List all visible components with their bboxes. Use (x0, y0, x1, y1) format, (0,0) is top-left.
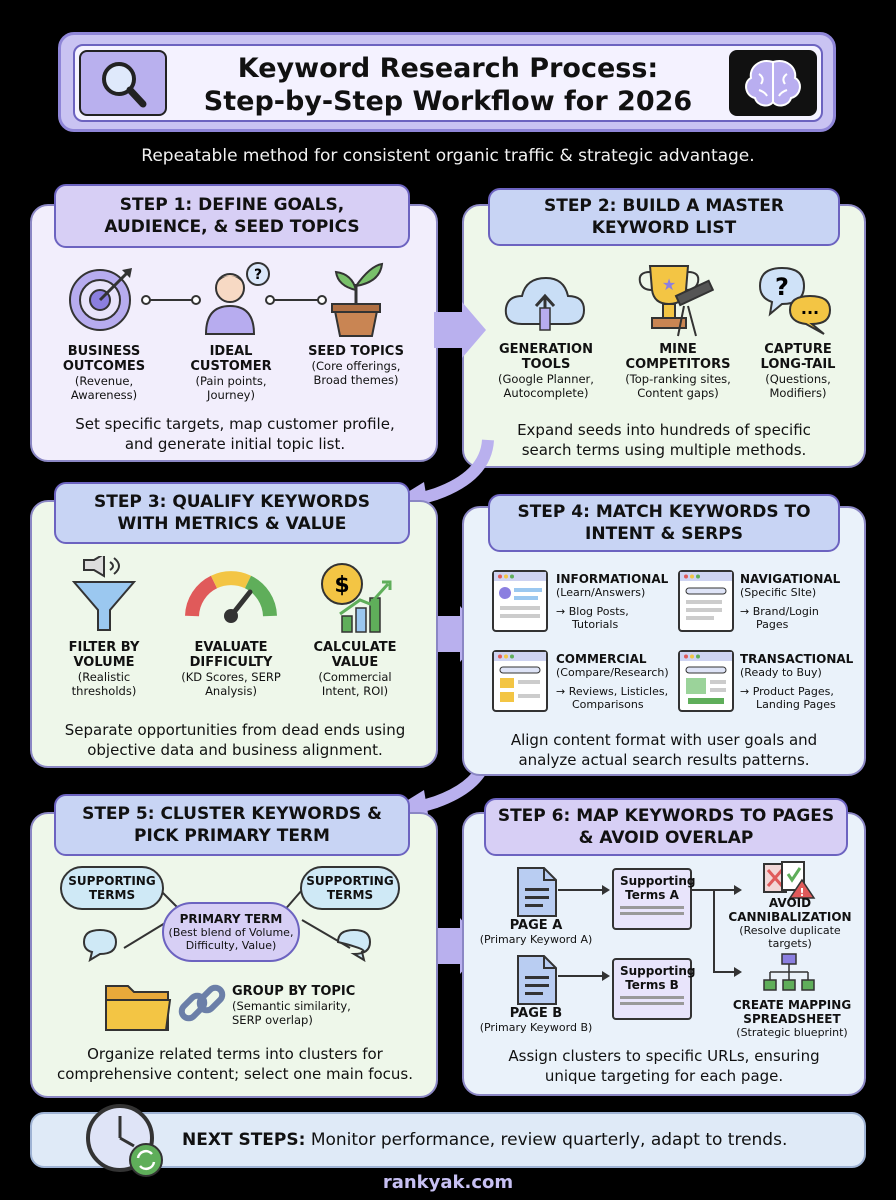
search-icon (79, 50, 167, 116)
question-bubbles-icon: ? ... (758, 266, 832, 335)
clock-refresh-icon (86, 1104, 163, 1177)
svg-text:★: ★ (662, 275, 676, 294)
chain-link-icon (178, 984, 226, 1022)
person-icon: ? (204, 262, 270, 335)
create-mapping-spreadsheet: CREATE MAPPING SPREADSHEET (Strategic bl… (732, 998, 852, 1039)
page-b-icon (517, 955, 557, 1005)
chat-bubble-left-icon (82, 928, 118, 962)
step5-description: Organize related terms into clusters for… (56, 1045, 414, 1083)
next-steps-text: NEXT STEPS: Monitor performance, review … (182, 1130, 788, 1150)
page-a-icon (517, 867, 557, 917)
primary-term: PRIMARY TERM (Best blend of Volume, Diff… (162, 902, 300, 962)
target-icon (69, 268, 132, 331)
step6-title: STEP 6: MAP KEYWORDS TO PAGES& AVOID OVE… (484, 798, 848, 856)
step4-description: Align content format with user goals and… (510, 731, 818, 769)
intent-transactional: TRANSACTIONAL (Ready to Buy) → Product P… (740, 652, 854, 711)
supporting-terms-a: Supporting Terms A (612, 868, 696, 930)
brain-icon (729, 50, 817, 116)
step5-title: STEP 5: CLUSTER KEYWORDS &PICK PRIMARY T… (54, 794, 410, 856)
svg-text:$: $ (334, 573, 349, 598)
plant-icon (331, 262, 384, 337)
next-steps-banner: NEXT STEPS: Monitor performance, review … (30, 1104, 866, 1177)
svg-text:!: ! (799, 886, 804, 899)
mapping-connectors (558, 885, 742, 981)
funnel-icon (71, 556, 137, 631)
supporting-terms-b: Supporting Terms B (612, 958, 696, 1020)
svg-text:?: ? (775, 273, 789, 301)
step2-card (462, 204, 866, 468)
header-inner: Keyword Research Process: Step-by-Step W… (73, 44, 823, 122)
cloud-upload-icon (504, 276, 586, 331)
commercial-page-icon (492, 650, 548, 712)
intent-informational: INFORMATIONAL (Learn/Answers) → Blog Pos… (556, 572, 669, 631)
footer-brand[interactable]: rankyak.com (382, 1172, 514, 1193)
step3-description: Separate opportunities from dead ends us… (64, 721, 406, 759)
step1-connector (141, 295, 327, 305)
header-banner: Keyword Research Process: Step-by-Step W… (58, 32, 836, 132)
navigational-page-icon (678, 570, 734, 632)
trophy-telescope-icon: ★ (638, 265, 714, 337)
informational-page-icon (492, 570, 548, 632)
gauge-icon (185, 571, 277, 623)
page-a-label: PAGE A (Primary Keyword A) (479, 918, 593, 946)
intent-navigational: NAVIGATIONAL (Specific SIte) → Brand/Log… (740, 572, 841, 631)
warning-duplicate-icon: ! (763, 861, 816, 899)
page-subtitle: Repeatable method for consistent organic… (141, 146, 755, 166)
step6-description: Assign clusters to specific URLs, ensuri… (508, 1047, 820, 1085)
intent-commercial: COMMERCIAL (Compare/Research) → Reviews,… (556, 652, 669, 711)
arrow-step1-to-step2 (434, 302, 486, 358)
folder-icon (105, 985, 172, 1031)
chat-bubble-right-icon (336, 928, 372, 962)
svg-text:...: ... (801, 299, 819, 318)
step6-card (462, 812, 866, 1096)
page-b-label: PAGE B (Primary Keyword B) (479, 1006, 593, 1034)
step1-title: STEP 1: DEFINE GOALS,AUDIENCE, & SEED TO… (54, 184, 410, 248)
svg-text:?: ? (254, 267, 262, 283)
dollar-growth-icon: $ (321, 563, 392, 633)
avoid-cannibalization: AVOID CANNIBALIZATION (Resolve duplicate… (728, 896, 852, 950)
step1-description: Set specific targets, map customer profi… (75, 415, 395, 453)
sitemap-icon (763, 953, 815, 991)
group-by-topic: GROUP BY TOPIC (Semantic similarity, SER… (232, 984, 356, 1027)
step3-card (30, 500, 438, 768)
step1-item-seed: SEED TOPICS (Core offerings,Broad themes… (308, 344, 404, 387)
page-title: Keyword Research Process: Step-by-Step W… (203, 53, 693, 117)
transactional-page-icon (678, 650, 734, 712)
